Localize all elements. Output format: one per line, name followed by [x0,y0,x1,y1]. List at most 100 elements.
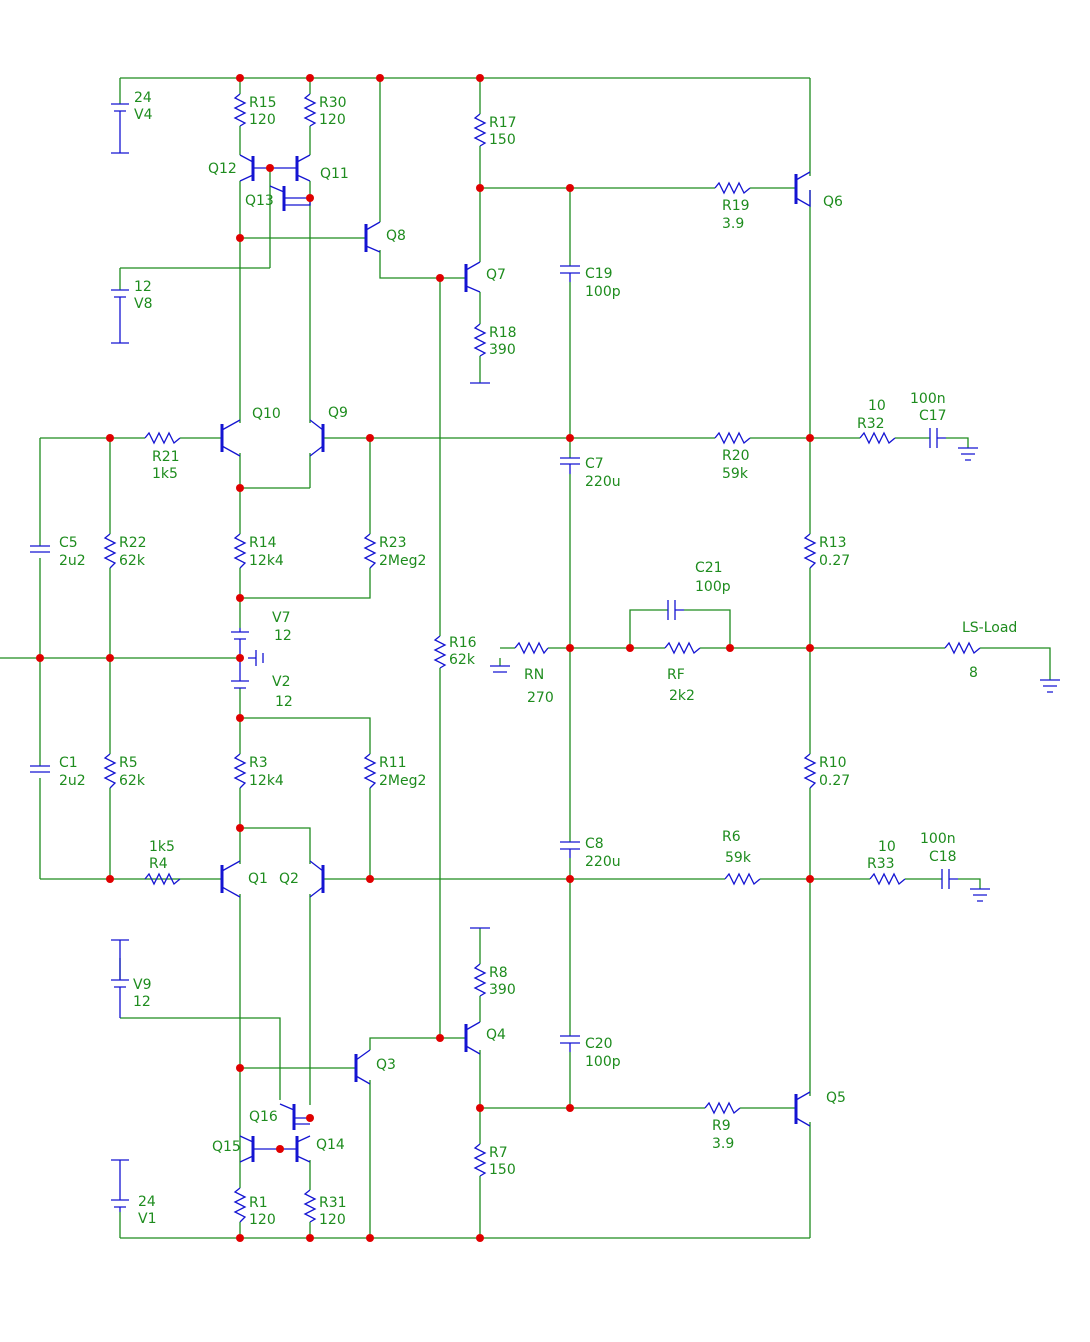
rf-ref: RF [667,667,685,683]
transistor-q4 [464,1021,481,1055]
rf-value: 2k2 [669,688,695,704]
c1-ref: C1 [59,755,78,771]
q2-ref: Q2 [279,871,299,887]
resistor-r10 [803,753,817,789]
r16-ref: R16 [449,635,477,651]
capacitor-c20 [560,1035,580,1052]
ls-load-value: 8 [969,665,978,681]
ground-v7v2-tap [248,650,264,666]
r7-value: 150 [489,1162,516,1178]
v1-ref: V1 [138,1211,156,1227]
resistor-r7 [473,1143,487,1177]
resistor-r14 [233,533,247,569]
r19-value: 3.9 [722,216,744,232]
battery-v9-symbol [111,939,129,1018]
transistor-q11 [270,154,311,182]
transistor-q14 [280,1135,311,1163]
q12-ref: Q12 [208,161,237,177]
r8-ref: R8 [489,965,508,981]
r17-ref: R17 [489,115,517,131]
resistor-r31 [303,1189,317,1223]
r5-value: 62k [119,773,146,789]
ground-rn [490,665,510,673]
r11-ref: R11 [379,755,407,771]
transistor-q15 [239,1135,280,1163]
r4-ref: R4 [149,856,168,872]
r10-value: 0.27 [819,773,850,789]
r33-value: 10 [878,839,896,855]
r6-ref: R6 [722,829,741,845]
c21-ref: C21 [695,560,723,576]
v7-ref: V7 [272,610,290,626]
ls-load-ref: LS-Load [962,620,1017,636]
q5-ref: Q5 [826,1090,846,1106]
r15-value: 120 [249,112,276,128]
q7-ref: Q7 [486,267,506,283]
r1-ref: R1 [249,1195,268,1211]
q4-ref: Q4 [486,1027,506,1043]
resistor-r20 [714,431,751,445]
battery-v2-symbol [231,658,249,689]
transistor-q5 [794,1091,811,1127]
r20-value: 59k [722,466,749,482]
resistor-r22 [103,533,117,569]
c7-value: 220u [585,474,621,490]
c18-ref: C18 [929,849,957,865]
q9-ref: Q9 [328,405,348,421]
transistor-q16 [279,1103,310,1130]
resistor-rn [514,641,549,655]
capacitor-c17 [929,428,946,448]
r14-value: 12k4 [249,553,284,569]
v4-value: 24 [134,90,152,106]
r4-value: 1k5 [149,839,175,855]
capacitor-c7 [560,457,580,474]
transistor-q10 [220,419,241,457]
resistor-r1 [233,1187,247,1223]
r1-value: 120 [249,1212,276,1228]
transistor-q3 [354,1049,371,1085]
wires [0,77,1051,1239]
c5-value: 2u2 [59,553,86,569]
q6-ref: Q6 [823,194,843,210]
r19-ref: R19 [722,198,750,214]
resistor-r19 [714,181,751,195]
r30-ref: R30 [319,95,347,111]
r13-value: 0.27 [819,553,850,569]
resistor-r21 [144,431,181,445]
component-labels: 24 V4 12 V8 R15 120 R30 120 R17 150 Q12 … [59,90,1017,1228]
resistor-r33 [869,872,906,886]
resistor-r8 [473,963,487,997]
c7-ref: C7 [585,456,604,472]
battery-v1-symbol [111,1159,129,1212]
r3-ref: R3 [249,755,268,771]
capacitor-c19 [560,265,580,274]
q16-ref: Q16 [249,1109,278,1125]
resistor-r6 [724,872,761,886]
capacitor-c5 [30,545,50,553]
c21-value: 100p [695,579,731,595]
transistor-q12 [239,154,270,182]
resistor-r4 [144,872,181,886]
v9-ref: V9 [133,977,151,993]
v1-value: 24 [138,1194,156,1210]
battery-v8-symbol [111,289,129,344]
resistor-r9 [704,1101,741,1115]
transistor-symbols [220,154,811,1163]
ground-ls-load [1040,679,1060,693]
ground-c17 [958,447,978,461]
resistor-r32 [859,431,896,445]
transistor-q1 [220,860,241,898]
r31-ref: R31 [319,1195,347,1211]
c17-ref: C17 [919,408,947,424]
battery-v4-symbol [111,103,129,154]
v8-value: 12 [134,279,152,295]
component-symbols [30,93,1060,1223]
c20-value: 100p [585,1054,621,1070]
capacitor-c21 [667,600,684,620]
transistor-q13 [269,185,311,211]
c18-value: 100n [920,831,956,847]
q15-ref: Q15 [212,1139,241,1155]
resistor-r18 [473,323,487,357]
r23-ref: R23 [379,535,407,551]
